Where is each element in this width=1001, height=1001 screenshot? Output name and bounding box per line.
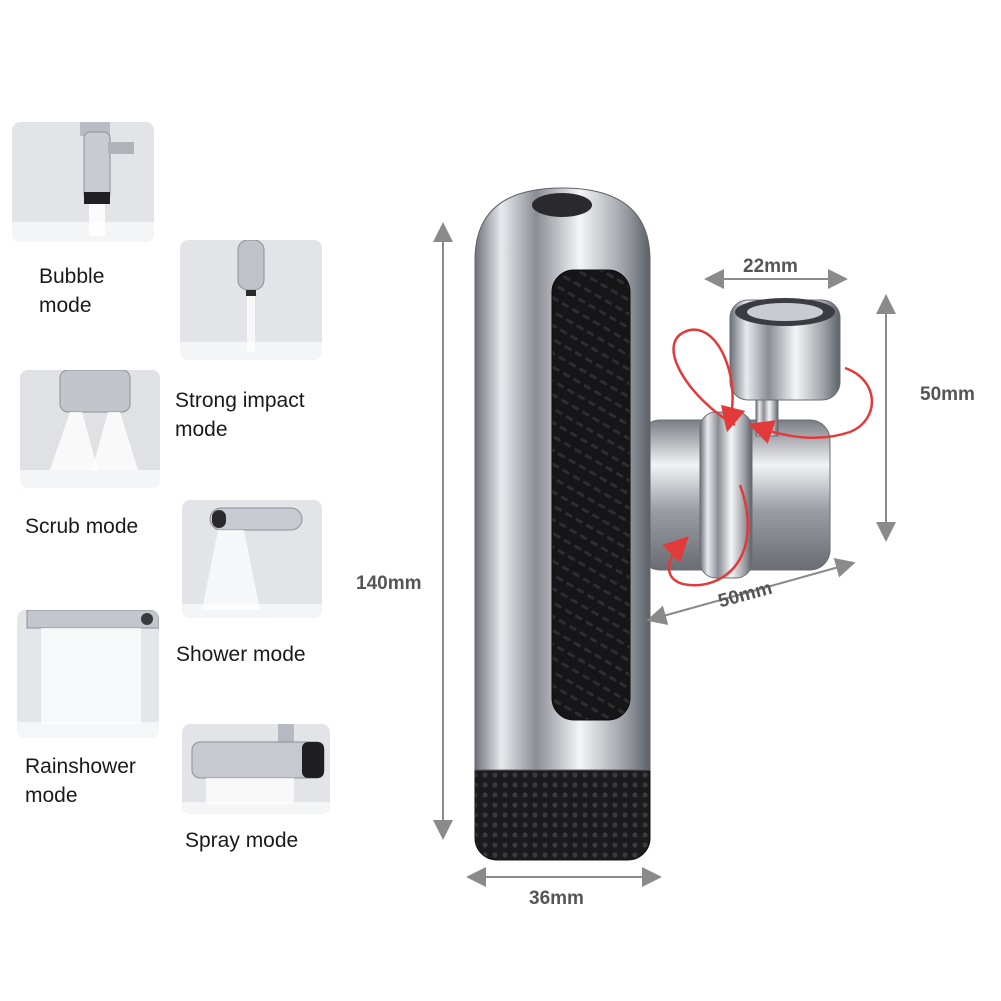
scrub-mode-image [20, 370, 160, 488]
base-width-dimension-label: 36mm [529, 888, 584, 909]
strong-impact-mode-thumbnail [180, 240, 322, 360]
strong-impact-mode-label: Strong impact mode [175, 389, 305, 441]
spray-mode-thumbnail [182, 724, 330, 814]
shower-mode-thumbnail [182, 500, 322, 618]
scrub-mode-thumbnail [20, 370, 160, 488]
strong-impact-mode-image [180, 240, 322, 360]
shower-mode-image [182, 500, 322, 618]
rainshower-mode-label: Rainshower mode [25, 755, 136, 807]
main-body [474, 187, 651, 861]
rainshower-mode-thumbnail [17, 610, 159, 738]
bubble-mode-image [12, 122, 154, 242]
side-arm [639, 411, 831, 579]
spray-mode-label: Spray mode [185, 829, 299, 852]
aerator-height-dimension-label: 50mm [920, 384, 975, 405]
bubble-mode-label: Bubble mode [39, 265, 105, 317]
aerator [729, 298, 841, 437]
scrub-mode-label: Scrub mode [25, 515, 139, 538]
spray-mode-image [182, 724, 330, 814]
shower-mode-label: Shower mode [176, 643, 306, 666]
aerator-width-dimension-label: 22mm [743, 256, 798, 277]
height-dimension-label: 140mm [356, 573, 422, 594]
arm-length-dimension-line [646, 558, 856, 625]
dimension-lines [433, 222, 896, 887]
rainshower-mode-image [17, 610, 159, 738]
bubble-mode-thumbnail [12, 122, 154, 242]
